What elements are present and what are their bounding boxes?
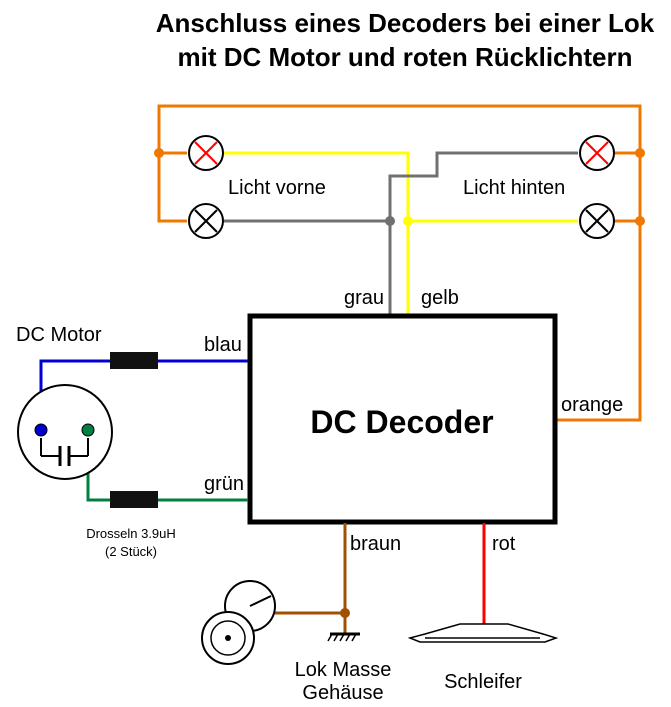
title-line-2: mit DC Motor und roten Rücklichtern xyxy=(178,42,633,72)
orange-wires xyxy=(157,104,642,422)
wire-label-rot: rot xyxy=(492,533,516,555)
wire-label-grau: grau xyxy=(344,287,384,309)
label-drosseln-1: Drosseln 3.9uH xyxy=(86,526,176,541)
label-licht-hinten: Licht hinten xyxy=(463,177,565,199)
wheels-icon xyxy=(201,580,276,665)
label-schleifer: Schleifer xyxy=(444,671,522,693)
ground-icon xyxy=(327,632,360,642)
lamp-front-white-icon xyxy=(188,203,224,239)
lamp-front-red-icon xyxy=(188,135,224,171)
dc-motor-icon xyxy=(17,384,113,480)
wire-label-blau: blau xyxy=(204,334,242,356)
lamp-rear-red-icon xyxy=(579,135,615,171)
junction-dot xyxy=(635,148,645,158)
label-drosseln-2: (2 Stück) xyxy=(105,544,157,559)
lamp-rear-white-icon xyxy=(579,203,615,239)
choke-icon xyxy=(110,352,158,369)
choke-icon xyxy=(110,491,158,508)
decoder-label: DC Decoder xyxy=(310,404,493,440)
pickup-shoe-icon xyxy=(407,623,559,643)
wire-label-orange: orange xyxy=(561,394,623,416)
label-gehaeuse: Gehäuse xyxy=(302,682,383,704)
junction-dot xyxy=(403,216,413,226)
junction-dot xyxy=(340,608,350,618)
yellow-wires xyxy=(224,151,578,316)
junction-dot xyxy=(385,216,395,226)
decoder-box xyxy=(247,313,558,525)
junction-dot xyxy=(635,216,645,226)
label-dc-motor: DC Motor xyxy=(16,324,102,346)
label-lok-masse: Lok Masse xyxy=(295,659,392,681)
label-licht-vorne: Licht vorne xyxy=(228,177,326,199)
junction-dot xyxy=(154,148,164,158)
wire-label-gruen: grün xyxy=(204,473,244,495)
title-line-1: Anschluss eines Decoders bei einer Lok xyxy=(156,8,655,38)
wire-label-gelb: gelb xyxy=(421,287,459,309)
wire-label-braun: braun xyxy=(350,533,401,555)
